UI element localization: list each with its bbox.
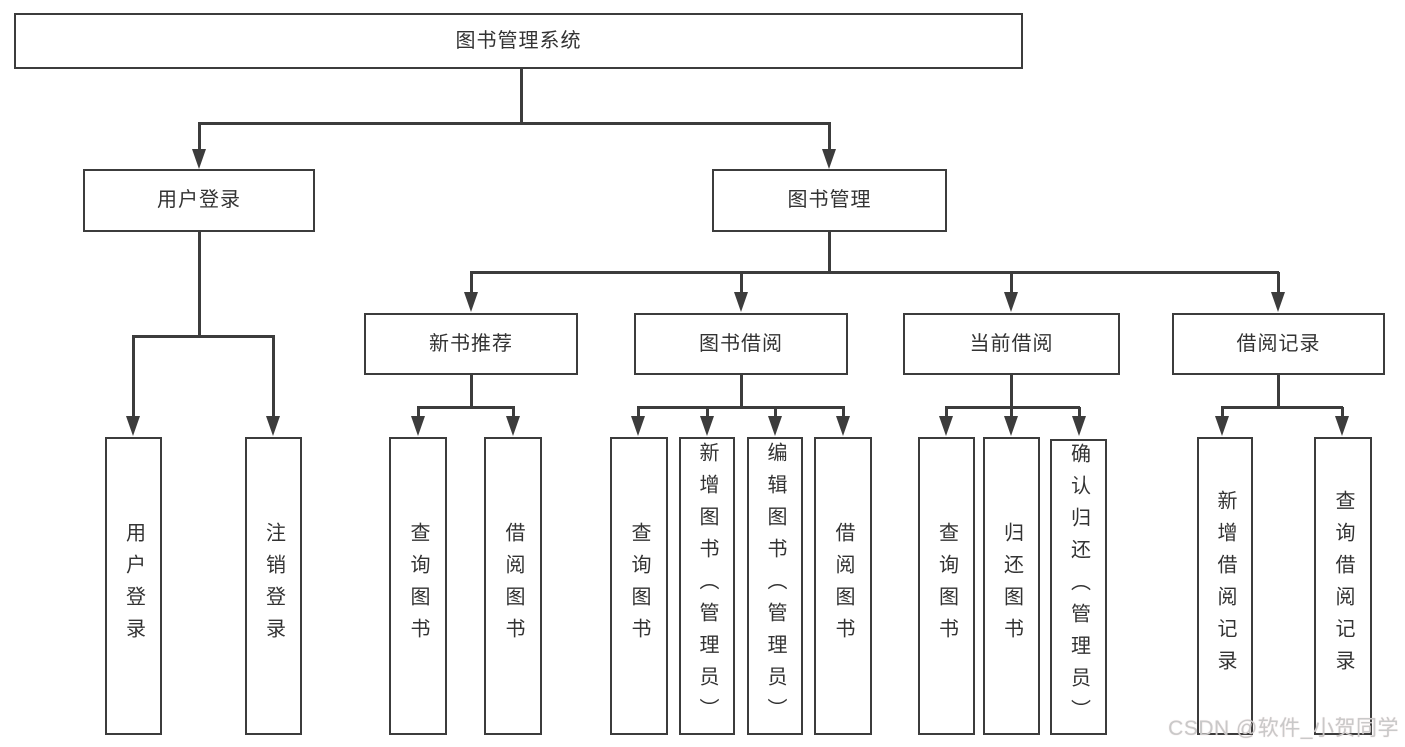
node-user-login-action: 用户登录 — [105, 437, 162, 735]
connector-vline — [739, 272, 743, 294]
arrow-down-icon — [1071, 416, 1086, 436]
connector-vline — [1009, 407, 1013, 418]
connector-vline — [1009, 375, 1013, 407]
node-logout-action: 注销登录 — [245, 437, 302, 735]
arrow-down-icon — [505, 416, 520, 436]
connector-hline — [1220, 405, 1343, 409]
connector-vline — [132, 336, 135, 418]
node-user-login: 用户登录 — [83, 169, 315, 232]
node-edit-books-admin: 编辑图书（管理员） — [747, 437, 803, 735]
connector-vline — [511, 407, 515, 418]
node-query-books-borrowing: 查询图书 — [610, 437, 668, 735]
arrow-down-icon — [938, 416, 953, 436]
node-book-borrowing: 图书借阅 — [634, 313, 848, 375]
node-new-book-recommendation: 新书推荐 — [364, 313, 578, 375]
connector-vline — [519, 69, 523, 123]
node-add-books-admin: 新增图书（管理员） — [679, 437, 735, 735]
arrow-down-icon — [835, 416, 850, 436]
connector-vline — [197, 232, 201, 336]
connector-hline — [197, 121, 831, 125]
connector-vline — [1277, 375, 1280, 407]
node-query-borrow-record: 查询借阅记录 — [1314, 437, 1372, 735]
csdn-watermark: CSDN @软件_小贺同学 — [1168, 717, 1399, 740]
node-borrow-books: 借阅图书 — [814, 437, 872, 735]
connector-vline — [705, 407, 709, 418]
connector-vline — [416, 407, 420, 418]
arrow-down-icon — [126, 416, 140, 436]
connector-vline — [773, 407, 777, 418]
connector-hline — [132, 334, 275, 338]
connector-vline — [1077, 407, 1081, 418]
arrow-down-icon — [1214, 416, 1229, 436]
connector-vline — [841, 407, 845, 418]
connector-vline — [739, 375, 743, 407]
arrow-down-icon — [1334, 416, 1349, 436]
connector-vline — [1277, 272, 1280, 294]
connector-vline — [272, 336, 275, 418]
connector-vline — [944, 407, 948, 418]
node-current-borrowing: 当前借阅 — [903, 313, 1120, 375]
node-confirm-return-admin: 确认归还（管理员） — [1050, 439, 1107, 735]
arrow-down-icon — [1271, 292, 1285, 312]
node-add-borrow-record: 新增借阅记录 — [1197, 437, 1253, 735]
arrow-down-icon — [191, 149, 206, 169]
arrow-down-icon — [733, 292, 748, 312]
node-query-books-current: 查询图书 — [918, 437, 975, 735]
connector-vline — [1220, 407, 1224, 418]
arrow-down-icon — [1003, 292, 1018, 312]
connector-hline — [636, 405, 845, 409]
node-return-books: 归还图书 — [983, 437, 1040, 735]
connector-vline — [828, 123, 831, 151]
node-query-books-recommend: 查询图书 — [389, 437, 447, 735]
connector-vline — [469, 375, 473, 407]
connector-vline — [197, 123, 201, 151]
arrow-down-icon — [410, 416, 425, 436]
arrow-down-icon — [699, 416, 714, 436]
connector-hline — [416, 405, 515, 409]
arrow-down-icon — [767, 416, 782, 436]
arrow-down-icon — [630, 416, 645, 436]
node-borrowing-records: 借阅记录 — [1172, 313, 1385, 375]
connector-vline — [828, 232, 831, 272]
connector-vline — [469, 272, 473, 294]
arrow-down-icon — [1003, 416, 1018, 436]
node-book-management: 图书管理 — [712, 169, 947, 232]
arrow-down-icon — [266, 416, 280, 436]
arrow-down-icon — [463, 292, 478, 312]
node-library-management-system: 图书管理系统 — [14, 13, 1023, 69]
connector-vline — [1009, 272, 1013, 294]
connector-hline — [469, 270, 1279, 274]
node-borrow-books-recommend: 借阅图书 — [484, 437, 542, 735]
arrow-down-icon — [822, 149, 836, 169]
connector-vline — [1340, 407, 1344, 418]
connector-vline — [636, 407, 640, 418]
